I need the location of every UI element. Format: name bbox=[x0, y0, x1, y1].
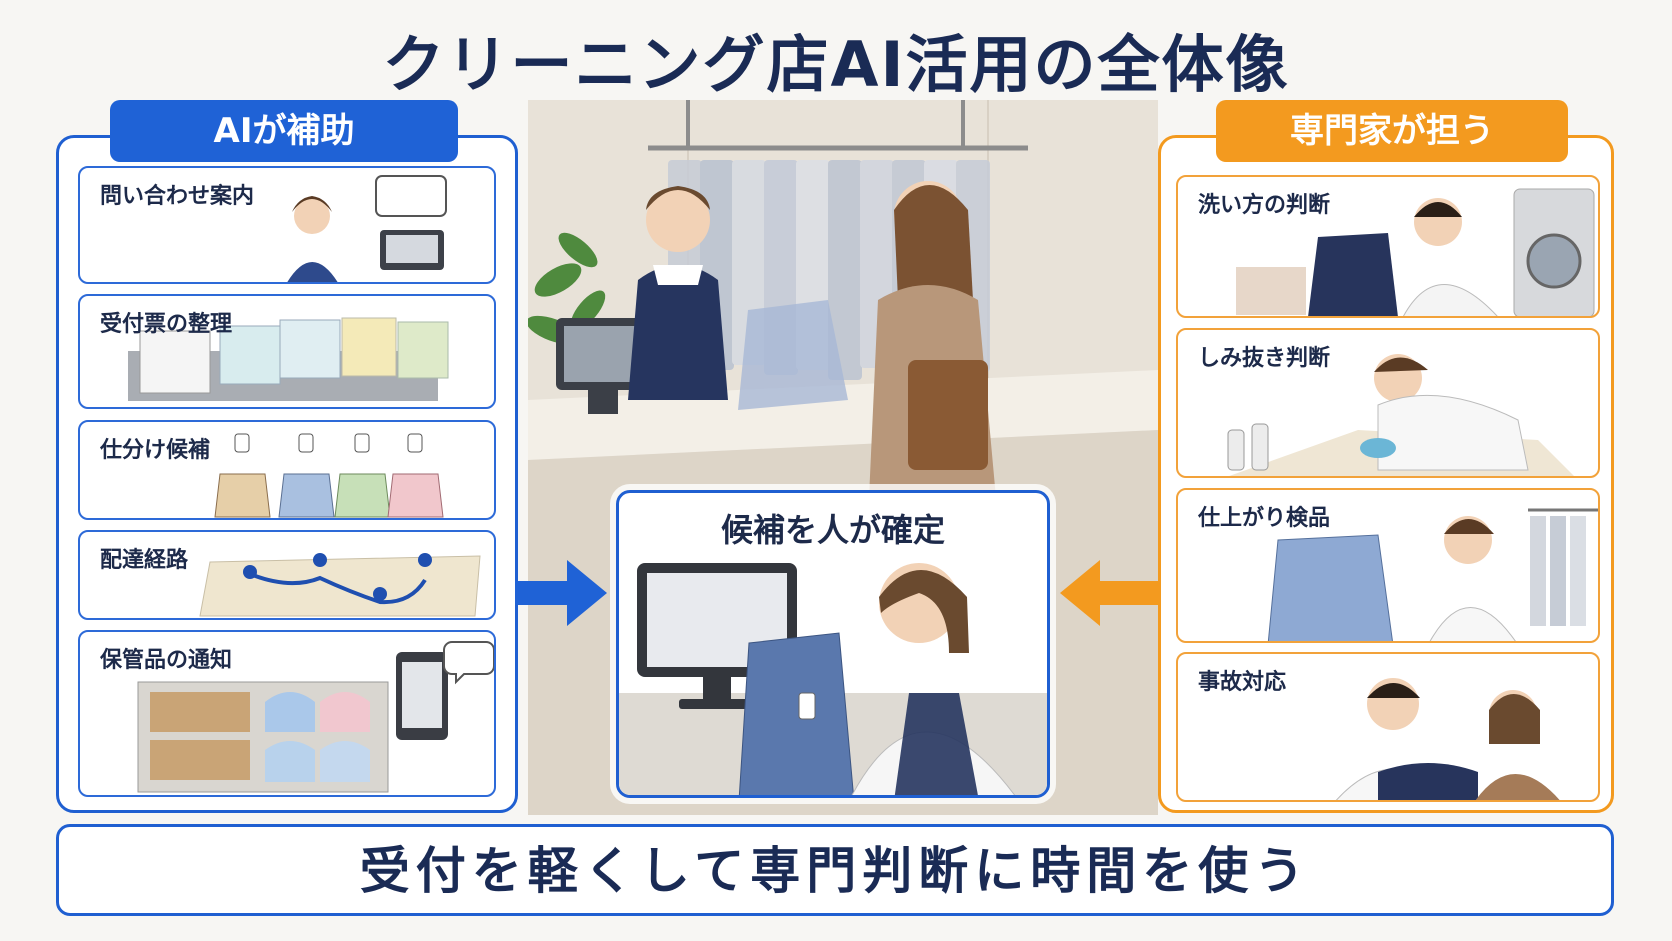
card-label: 受付票の整理 bbox=[100, 312, 233, 337]
human-confirm-box: 候補を人が確定 bbox=[616, 490, 1050, 798]
operator-chat-icon bbox=[287, 175, 447, 282]
expert-header: 専門家が担う bbox=[1216, 100, 1568, 162]
card-label: 洗い方の判断 bbox=[1198, 193, 1331, 218]
arrow-left-icon bbox=[1060, 560, 1158, 626]
card-label: 事故対応 bbox=[1198, 670, 1287, 695]
card-label: 問い合わせ案内 bbox=[100, 184, 255, 209]
tagged-garments-icon bbox=[214, 433, 444, 518]
card-delivery-route: 配達経路 bbox=[78, 530, 496, 620]
washing-judgment-icon bbox=[1236, 188, 1595, 316]
stain-removal-icon bbox=[1227, 354, 1574, 476]
card-storage-notification: 保管品の通知 bbox=[78, 630, 496, 797]
route-map-icon bbox=[199, 553, 481, 617]
card-washing-judgment: 洗い方の判断 bbox=[1176, 175, 1600, 318]
card-finish-inspection: 仕上がり検品 bbox=[1176, 488, 1600, 643]
incident-response-icon bbox=[1336, 678, 1560, 800]
card-sorting-candidates: 仕分け候補 bbox=[78, 420, 496, 520]
receipt-tray-icon bbox=[128, 317, 449, 401]
card-incident-response: 事故対応 bbox=[1176, 652, 1600, 802]
center-label: 候補を人が確定 bbox=[720, 511, 945, 549]
finish-inspection-icon bbox=[1267, 508, 1598, 641]
card-label: 配達経路 bbox=[100, 548, 189, 573]
card-stain-removal: しみ抜き判断 bbox=[1176, 328, 1600, 478]
card-label: しみ抜き判断 bbox=[1198, 346, 1331, 371]
card-label: 保管品の通知 bbox=[100, 648, 233, 673]
storage-notification-icon bbox=[137, 641, 494, 793]
summary-text: 受付を軽くして専門判断に時間を使う bbox=[359, 842, 1311, 900]
page-title: クリーニング店AI活用の全体像 bbox=[382, 28, 1290, 101]
card-label: 仕分け候補 bbox=[100, 438, 211, 463]
card-receipt-organizing: 受付票の整理 bbox=[78, 294, 496, 409]
summary-banner: 受付を軽くして専門判断に時間を使う bbox=[56, 824, 1614, 916]
arrow-right-icon bbox=[515, 560, 607, 626]
ai-assist-header: AIが補助 bbox=[110, 100, 458, 162]
card-inquiry-guidance: 問い合わせ案内 bbox=[78, 166, 496, 284]
staff-confirming-icon bbox=[619, 563, 1047, 795]
card-label: 仕上がり検品 bbox=[1198, 506, 1331, 531]
